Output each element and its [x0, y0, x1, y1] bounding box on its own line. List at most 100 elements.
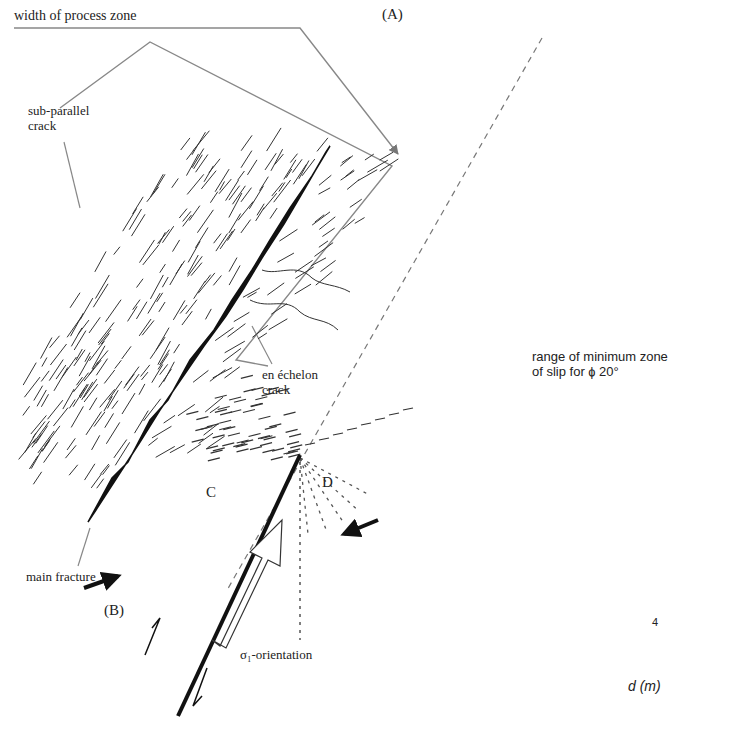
crack-stroke — [263, 193, 277, 209]
compression-arrow — [344, 520, 378, 534]
crack-stroke — [29, 456, 38, 469]
crack-stroke — [193, 370, 208, 382]
crack-stroke — [229, 258, 237, 272]
crack-stroke — [56, 365, 66, 379]
crack-stroke — [98, 322, 114, 343]
crack-stroke — [345, 170, 353, 177]
crack-stroke — [50, 344, 66, 365]
slip-dash — [249, 433, 261, 436]
slip-dash — [264, 437, 276, 440]
crack-stroke — [162, 277, 168, 287]
crack-stroke — [63, 389, 74, 409]
slip-dash — [319, 438, 329, 440]
crack-stroke — [205, 397, 223, 412]
part-label: en échelon crack — [262, 368, 342, 398]
crack-stroke — [147, 187, 159, 202]
crack-stroke — [295, 284, 311, 294]
crack-stroke — [314, 243, 333, 257]
slip-dash — [213, 448, 225, 451]
crack-stroke — [210, 370, 226, 382]
crack-stroke — [188, 255, 199, 274]
crack-stroke — [93, 284, 108, 307]
crack-stroke — [320, 260, 335, 271]
crack-stroke — [258, 333, 267, 339]
crack-stroke — [292, 159, 302, 172]
crack-stroke — [238, 201, 253, 220]
panel-label: (A) — [382, 6, 403, 23]
crack-stroke — [204, 423, 219, 435]
crack-stroke — [164, 362, 175, 382]
crack-stroke — [187, 150, 194, 160]
crack-stroke — [193, 131, 209, 151]
crack-stroke — [151, 174, 164, 197]
crack-stroke — [186, 300, 197, 314]
crack-stroke — [84, 360, 101, 381]
crack-stroke — [311, 258, 326, 266]
crack-stroke — [317, 138, 328, 152]
sigma1-line — [299, 462, 301, 640]
crack-stroke — [96, 359, 107, 376]
zone-d-ray — [300, 458, 345, 524]
crack-stroke — [92, 435, 100, 450]
crack-stroke — [106, 300, 122, 322]
crack-stroke — [148, 293, 160, 313]
crack-stroke — [197, 210, 213, 233]
crack-stroke — [238, 171, 245, 180]
crack-stroke — [355, 218, 365, 224]
slip-dash — [403, 408, 413, 410]
crack-stroke — [164, 415, 175, 423]
crack-stroke — [284, 160, 296, 180]
crack-stroke — [86, 412, 101, 435]
slip-dash — [333, 433, 343, 435]
crack-stroke — [159, 302, 165, 312]
slip-dash — [206, 446, 218, 449]
slip-dash — [228, 433, 240, 436]
crack-stroke — [82, 382, 93, 400]
crack-stroke — [139, 384, 145, 395]
crack-stroke — [225, 367, 240, 378]
crack-stroke — [84, 379, 97, 397]
crack-stroke — [62, 357, 76, 377]
crack-stroke — [160, 264, 166, 273]
slip-dash — [265, 426, 277, 429]
slip-dash — [218, 406, 230, 409]
crack-stroke — [223, 348, 241, 361]
crack-stroke — [159, 232, 165, 244]
crack-stroke — [158, 229, 170, 243]
crack-stroke — [365, 154, 374, 160]
crack-stroke — [277, 253, 294, 262]
crack-stroke — [182, 311, 192, 325]
crack-stroke — [270, 208, 277, 219]
crack-stroke — [143, 245, 159, 265]
slip-dash — [347, 428, 357, 430]
crack-stroke — [191, 263, 202, 276]
slip-dash — [305, 443, 315, 445]
crack-stroke — [32, 434, 42, 448]
crack-stroke — [80, 298, 92, 319]
slip-dash — [284, 412, 296, 415]
crack-stroke — [340, 156, 353, 167]
crack-stroke — [247, 160, 257, 175]
crack-stroke — [76, 377, 82, 385]
crack-stroke — [91, 474, 101, 488]
crack-stroke — [179, 209, 187, 218]
width-leader — [14, 28, 398, 154]
crack-stroke — [25, 433, 36, 452]
crack-stroke — [105, 413, 114, 427]
crack-stroke — [380, 152, 394, 160]
crack-stroke — [194, 281, 205, 299]
crack-stroke — [214, 234, 221, 244]
slip-dash — [250, 403, 262, 406]
slip-dash — [223, 427, 235, 430]
crack-stroke — [152, 426, 171, 438]
slip-dash — [271, 457, 283, 460]
leader-line — [78, 528, 90, 566]
crack-stroke — [275, 154, 284, 164]
crack-stroke — [315, 215, 324, 222]
crack-stroke — [79, 356, 90, 376]
crack-stroke — [71, 313, 84, 336]
slip-arrow — [212, 520, 282, 648]
crack-stroke — [272, 183, 283, 196]
crack-stroke — [286, 169, 292, 178]
crack-stroke — [249, 186, 263, 209]
